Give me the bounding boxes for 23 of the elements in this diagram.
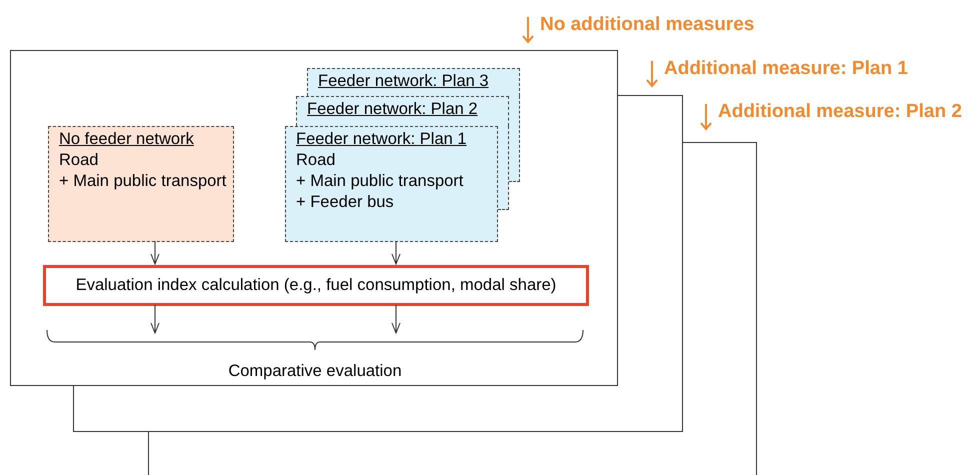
scenario-heading: No additional measures [540,13,754,37]
scenario-box [307,68,520,96]
box-line: + Main public transport [296,171,464,192]
box-line: + Feeder bus [296,192,394,213]
arrow [150,304,160,334]
arrow [150,240,160,264]
scenario-box [285,126,498,242]
arrow [392,240,400,264]
process-label: Evaluation index calculation (e.g., fuel consumption, modal share) [76,275,556,296]
scenario-box [296,96,509,126]
scenario-box [48,126,234,242]
box-heading: No feeder network [59,129,194,150]
box-line: + Main public transport [59,171,226,192]
box-heading: Feeder network: Plan 1 [296,129,467,150]
caption: Comparative evaluation [227,361,403,382]
box-heading: Feeder network: Plan 3 [318,71,489,92]
scenario-heading: Additional measure: Plan 1 [664,57,908,81]
arrow [392,304,400,334]
box-line: Road [59,150,98,171]
box-line: Road [296,150,336,171]
box-heading: Feeder network: Plan 2 [307,99,478,120]
scenario-heading: Additional measure: Plan 2 [718,100,962,124]
process-box [43,265,589,306]
